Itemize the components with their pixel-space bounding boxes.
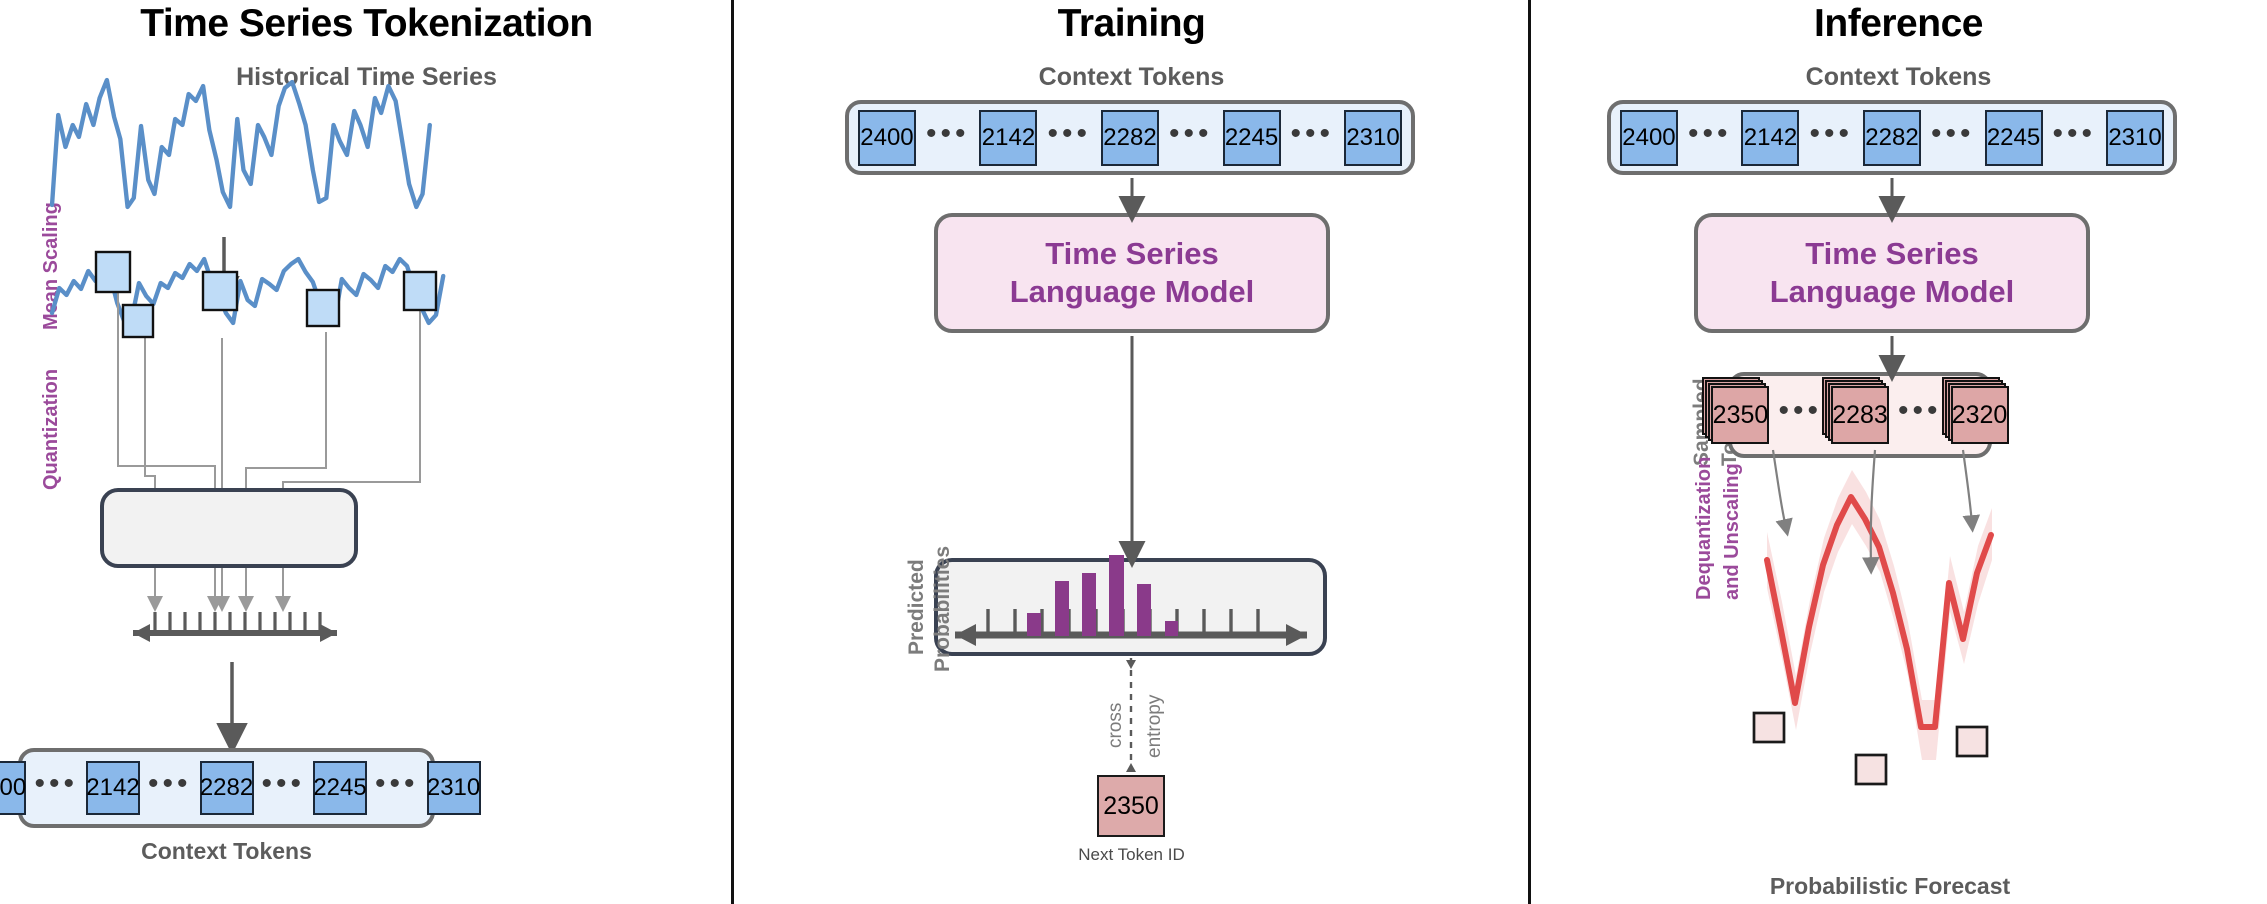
- next-token-id-caption: Next Token ID: [1078, 845, 1185, 864]
- token-box: 2310: [2106, 109, 2165, 166]
- token-box: 2245: [1222, 109, 1281, 166]
- panel-title-inference: Inference: [1814, 2, 1983, 45]
- token-box: 2400: [1619, 109, 1678, 166]
- historical-series-label: Historical Time Series: [236, 63, 497, 91]
- time-series-language-model-box: Time Series Language Model: [934, 213, 1330, 333]
- token-box: 2282: [1863, 109, 1921, 166]
- probabilistic-forecast-caption: Probabilistic Forecast: [1769, 873, 2011, 899]
- sampled-token-front: 2320: [1950, 386, 2009, 444]
- context-tokens-label-training: Context Tokens: [1038, 63, 1225, 91]
- panel-inference: Inference Context Tokens 2400•••2142•••2…: [1530, 0, 2267, 904]
- panel-divider-2: [1528, 0, 1531, 904]
- cross-entropy-label-line1: cross: [1105, 702, 1126, 748]
- sampled-token-front: 2350: [1711, 386, 1770, 444]
- panel-title-training: Training: [1057, 2, 1206, 45]
- context-tokens-strip-training: 2400 ••• 2142 ••• 2282 ••• 2245 ••• 2310: [845, 100, 1415, 175]
- sampled-token-stack: 2283: [1822, 377, 1889, 444]
- token-ellipsis: •••: [1809, 116, 1853, 150]
- token-ellipsis: •••: [147, 767, 192, 800]
- token-ellipsis: •••: [375, 767, 419, 800]
- historical-series-line: [49, 77, 432, 210]
- scaled-series-line: [49, 256, 446, 326]
- panel-divider-1: [731, 0, 734, 904]
- quantization-axis: [133, 612, 337, 642]
- sampled-token-stack: 2350: [1702, 377, 1770, 444]
- context-tokens-strip-inference: 2400 ••• 2142 ••• 2282 ••• 2245 ••• 2310: [1607, 100, 2177, 175]
- token-ellipsis: •••: [925, 116, 970, 150]
- token-ellipsis: •••: [1290, 116, 1335, 150]
- model-line-2-inference: Language Model: [1769, 274, 2015, 309]
- token-highlight-boxes: [94, 250, 438, 339]
- token-ellipsis: •••: [1047, 116, 1091, 150]
- token-box: 2282: [199, 761, 254, 815]
- quantization-label: Quantization: [40, 368, 62, 490]
- panel-training: Training Context Tokens 2400 ••• 2142 ••• 22…: [733, 0, 1530, 904]
- sampled-token-stack: 2320: [1941, 377, 2009, 444]
- model-line-1-inference: Time Series: [1805, 236, 1979, 272]
- token-box: 2142: [85, 761, 140, 815]
- sampled-tokens-strip: 2350•••2283•••2320: [1702, 372, 2009, 458]
- quantization-panel: [100, 488, 358, 568]
- dequantization-connectors: [1771, 449, 1981, 575]
- token-ellipsis: •••: [1687, 116, 1732, 150]
- sampled-token-ellipsis: •••: [1898, 394, 1942, 427]
- mean-scaling-label: Mean Scaling: [40, 202, 62, 330]
- quantization-connectors: [117, 285, 421, 486]
- token-ellipsis: •••: [2052, 116, 2097, 150]
- panel-title-tokenization: Time Series Tokenization: [140, 2, 593, 45]
- token-box: 2400: [857, 109, 916, 166]
- token-box: 2310: [1344, 109, 1403, 166]
- forecast-uncertainty-band: [1767, 470, 1992, 760]
- token-ellipsis: •••: [1169, 116, 1213, 150]
- next-token-id-box: 2350: [1097, 775, 1165, 837]
- context-tokens-strip: 2400•••2142•••2282•••2245•••2310: [0, 748, 481, 828]
- time-series-language-model-box-inference: Time Series Language Model: [1694, 213, 2090, 333]
- sampled-token-ellipsis: •••: [1778, 394, 1822, 427]
- dequantization-label-line2: and Unscaling: [1721, 463, 1743, 600]
- token-ellipsis: •••: [1931, 116, 1975, 150]
- token-box: 2142: [1741, 109, 1800, 166]
- model-line-1: Time Series: [1045, 236, 1219, 272]
- forecast-line: [1764, 494, 1994, 730]
- token-box: 2245: [1984, 109, 2043, 166]
- predicted-probabilities-label-line2: Probabilities: [931, 545, 954, 672]
- token-ellipsis: •••: [34, 767, 78, 800]
- dequantization-label-line1: Dequantization: [1693, 456, 1715, 600]
- token-box: 2282: [1101, 109, 1159, 166]
- cross-entropy-label-line2: entropy: [1144, 694, 1165, 758]
- token-box: 2245: [313, 761, 368, 815]
- token-box: 2400: [0, 761, 27, 815]
- token-box: 2142: [979, 109, 1038, 166]
- context-tokens-label-inference: Context Tokens: [1805, 63, 1992, 91]
- token-ellipsis: •••: [261, 767, 306, 800]
- forecast-markers: [1752, 711, 1989, 786]
- predicted-probabilities-label-line1: Predicted: [905, 559, 928, 655]
- model-line-2: Language Model: [1009, 274, 1255, 309]
- token-box: 2310: [426, 761, 481, 815]
- predicted-probabilities-panel: [934, 558, 1327, 656]
- sampled-token-front: 2283: [1831, 386, 1889, 444]
- context-tokens-caption: Context Tokens: [141, 838, 312, 864]
- panel-tokenization: Time Series Tokenization Historical Time…: [0, 0, 733, 904]
